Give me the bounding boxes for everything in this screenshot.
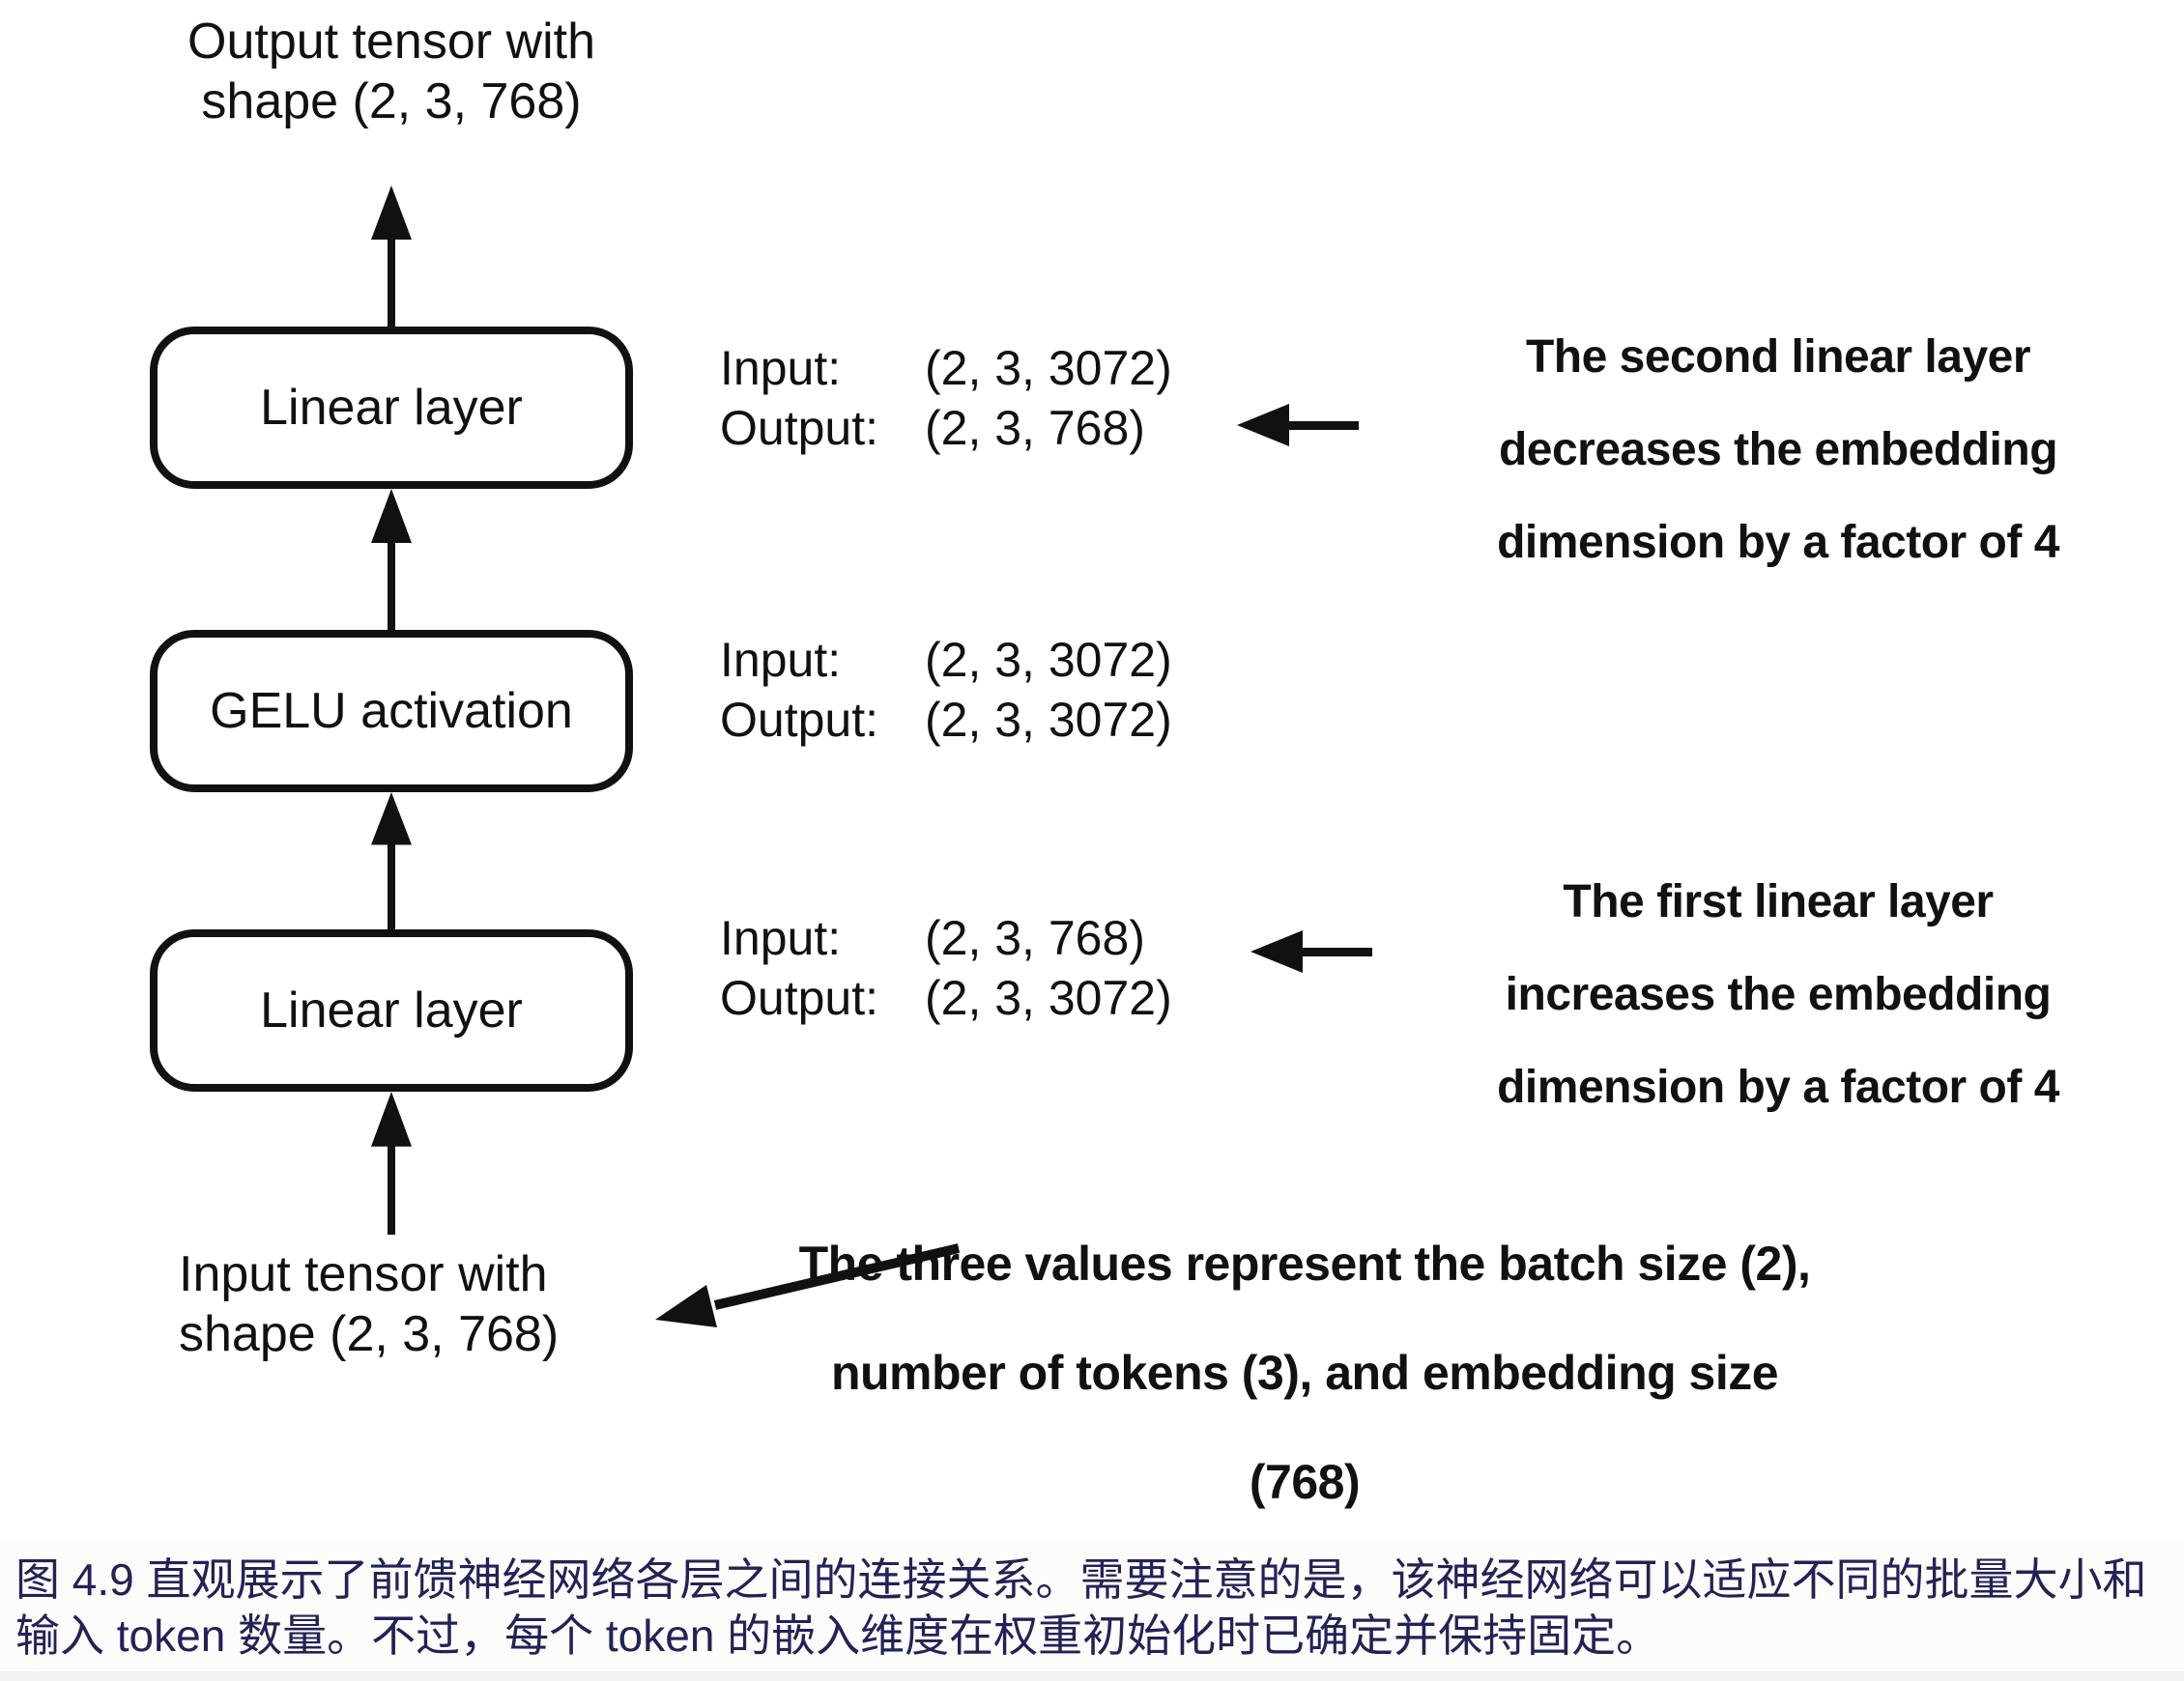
bottom-edge-strip xyxy=(0,1671,2184,1681)
io-input-value: (2, 3, 3072) xyxy=(925,341,1172,395)
annotation-line: The second linear layer xyxy=(1525,331,2031,383)
linear-layer-bottom-box: Linear layer xyxy=(150,929,633,1092)
output-tensor-label: Output tensor with shape (2, 3, 768) xyxy=(111,12,672,131)
io-shapes-gelu: Input: (2, 3, 3072) Output: (2, 3, 3072) xyxy=(720,630,1172,750)
output-tensor-label-line2: shape (2, 3, 768) xyxy=(201,73,582,129)
input-tensor-label-line2: shape (2, 3, 768) xyxy=(179,1306,560,1362)
io-input-row: Input: (2, 3, 768) xyxy=(720,908,1172,968)
input-tensor-label-line1: Input tensor with xyxy=(179,1246,548,1302)
io-output-row: Output: (2, 3, 3072) xyxy=(720,690,1172,750)
input-tensor-label: Input tensor with shape (2, 3, 768) xyxy=(179,1244,720,1364)
gelu-activation-label: GELU activation xyxy=(210,683,573,739)
io-output-label: Output: xyxy=(720,971,878,1025)
annotation-line: The three values represent the batch siz… xyxy=(798,1237,1811,1291)
annotation-line: dimension by a factor of 4 xyxy=(1497,1062,2059,1113)
annotation-line: decreases the embedding xyxy=(1498,424,2058,475)
linear-layer-bottom-label: Linear layer xyxy=(260,983,523,1039)
figure-caption-line1: 图 4.9 直观展示了前馈神经网络各层之间的连接关系。需要注意的是，该神经网络可… xyxy=(15,1554,2147,1605)
output-tensor-label-line1: Output tensor with xyxy=(187,14,595,70)
up-arrow-icon xyxy=(360,1092,422,1235)
figure-caption: 图 4.9 直观展示了前馈神经网络各层之间的连接关系。需要注意的是，该神经网络可… xyxy=(15,1552,2169,1664)
gelu-activation-box: GELU activation xyxy=(150,630,633,792)
up-arrow-icon xyxy=(360,792,422,929)
annotation-second-linear-layer: The second linear layer decreases the em… xyxy=(1401,311,2155,589)
io-input-row: Input: (2, 3, 3072) xyxy=(720,338,1172,398)
io-output-label: Output: xyxy=(720,401,878,455)
figure-caption-line2: 输入 token 数量。不过，每个 token 的嵌入维度在权重初始化时已确定并… xyxy=(15,1610,1661,1661)
io-shapes-first-linear: Input: (2, 3, 768) Output: (2, 3, 3072) xyxy=(720,908,1172,1028)
io-output-row: Output: (2, 3, 3072) xyxy=(720,968,1172,1028)
left-arrow-icon xyxy=(1235,398,1359,452)
left-arrow-icon xyxy=(1249,925,1372,979)
io-output-value: (2, 3, 768) xyxy=(925,401,1145,455)
annotation-line: (768) xyxy=(1249,1455,1361,1509)
io-output-value: (2, 3, 3072) xyxy=(925,971,1172,1025)
up-arrow-icon xyxy=(360,489,422,630)
caption-background-band xyxy=(0,1542,2184,1681)
annotation-line: dimension by a factor of 4 xyxy=(1497,517,2059,568)
io-output-label: Output: xyxy=(720,693,878,747)
linear-layer-top-box: Linear layer xyxy=(150,327,633,489)
annotation-first-linear-layer: The first linear layer increases the emb… xyxy=(1401,856,2155,1134)
diagonal-left-arrow-icon xyxy=(638,1235,966,1331)
annotation-tensor-values: The three values represent the batch siz… xyxy=(715,1210,1894,1537)
io-input-label: Input: xyxy=(720,341,842,395)
up-arrow-icon xyxy=(360,185,422,327)
io-input-label: Input: xyxy=(720,633,842,687)
io-input-row: Input: (2, 3, 3072) xyxy=(720,630,1172,690)
io-input-value: (2, 3, 768) xyxy=(925,911,1145,965)
annotation-line: The first linear layer xyxy=(1563,876,1994,927)
io-output-value: (2, 3, 3072) xyxy=(925,693,1172,747)
annotation-line: number of tokens (3), and embedding size xyxy=(830,1346,1779,1400)
annotation-line: increases the embedding xyxy=(1505,969,2052,1020)
io-input-value: (2, 3, 3072) xyxy=(925,633,1172,687)
io-output-row: Output: (2, 3, 768) xyxy=(720,398,1172,458)
io-shapes-second-linear: Input: (2, 3, 3072) Output: (2, 3, 768) xyxy=(720,338,1172,458)
linear-layer-top-label: Linear layer xyxy=(260,380,523,436)
io-input-label: Input: xyxy=(720,911,842,965)
